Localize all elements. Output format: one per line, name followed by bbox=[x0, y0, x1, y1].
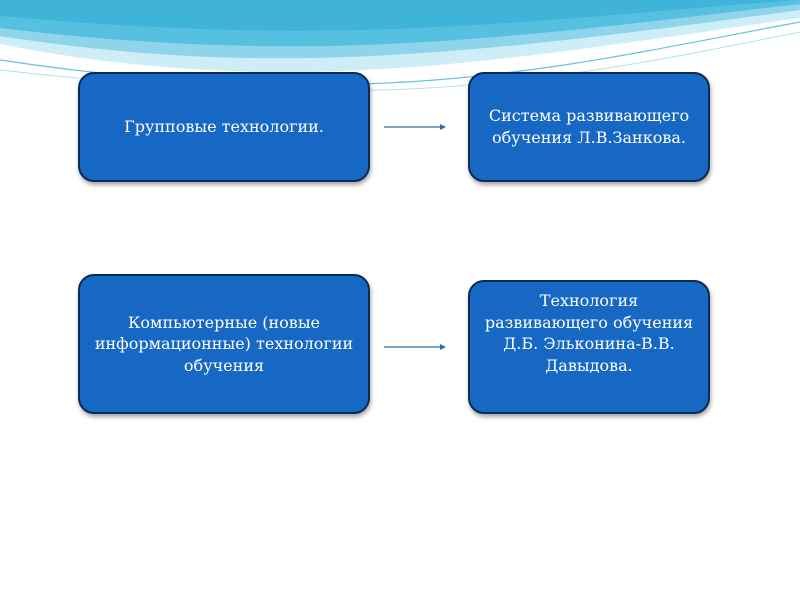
node-label: Система развивающего обучения Л.В.Занков… bbox=[488, 106, 690, 147]
arrow-connector bbox=[384, 124, 446, 130]
node-computer-technologies: Компьютерные (новые информационные) техн… bbox=[78, 274, 370, 414]
node-group-technologies: Групповые технологии. bbox=[78, 72, 370, 182]
arrow-connector bbox=[384, 344, 446, 350]
header-wave-decoration bbox=[0, 0, 800, 91]
node-label: Компьютерные (новые информационные) техн… bbox=[94, 312, 354, 375]
node-label: Групповые технологии. bbox=[124, 117, 324, 137]
node-elkonin-davydov-technology: Технология развивающего обучения Д.Б. Эл… bbox=[468, 280, 710, 414]
node-zankov-system: Система развивающего обучения Л.В.Занков… bbox=[468, 72, 710, 182]
node-label: Технология развивающего обучения Д.Б. Эл… bbox=[484, 291, 694, 375]
